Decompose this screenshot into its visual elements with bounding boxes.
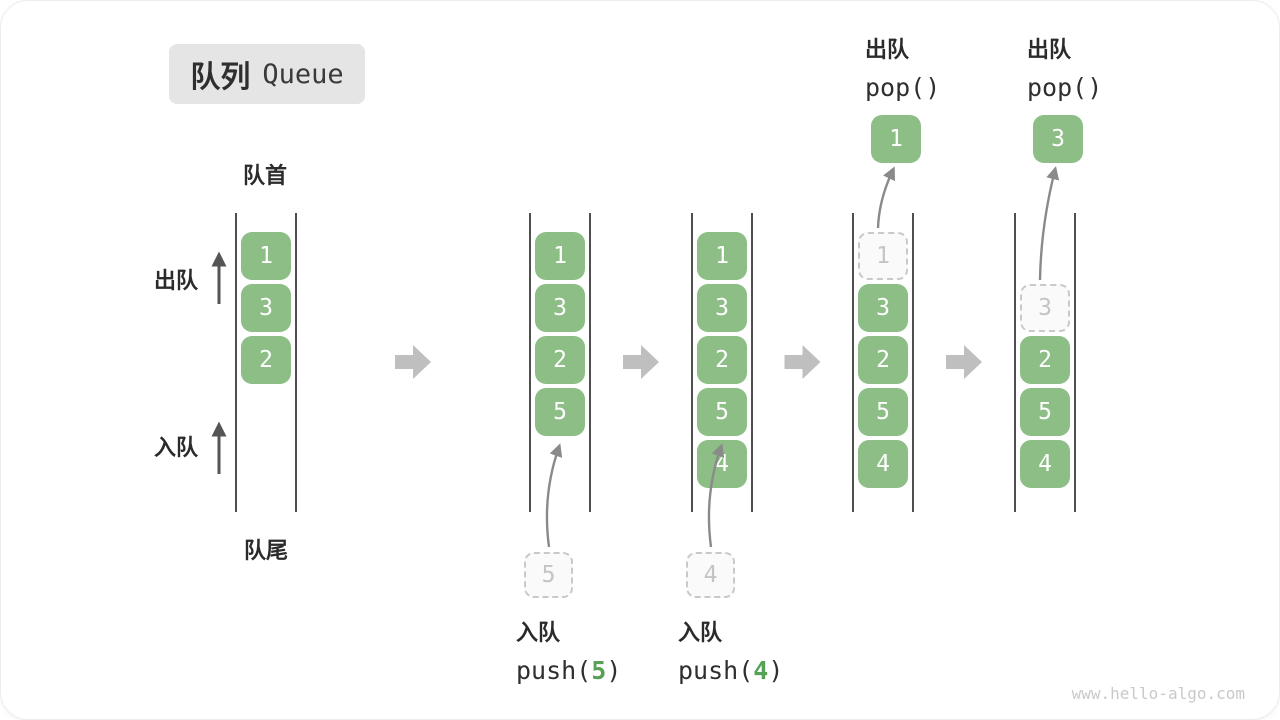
- queue-cell: 5: [858, 388, 908, 436]
- queue-cell: 2: [858, 336, 908, 384]
- queue-cell: 5: [1020, 388, 1070, 436]
- queue-column: [852, 213, 914, 512]
- queue-column: [691, 213, 753, 512]
- queue-cell: 3: [241, 284, 291, 332]
- queue-cell-ghost: 1: [858, 232, 908, 280]
- queue-cell: 2: [241, 336, 291, 384]
- enqueue-op-zh: 入队: [516, 620, 561, 645]
- queue-cell: 4: [1020, 440, 1070, 488]
- queue-cell: 1: [241, 232, 291, 280]
- incoming-cell-ghost: 4: [686, 552, 735, 598]
- enqueue-op-zh: 入队: [678, 620, 723, 645]
- enqueue-op-arg: 5: [591, 656, 607, 685]
- dequeue-op-zh: 出队: [865, 37, 910, 62]
- next-state-block-arrow-icon: [395, 345, 431, 379]
- queue-column: [1014, 213, 1076, 512]
- label-queue-front: 队首: [243, 163, 288, 188]
- queue-column: [235, 213, 297, 512]
- dequeue-op-label: 出队 pop(): [865, 32, 940, 102]
- next-state-block-arrow-icon: [784, 345, 821, 379]
- popped-cell: 3: [1033, 115, 1083, 163]
- label-queue-rear: 队尾: [244, 538, 289, 563]
- title-zh: 队列: [190, 61, 251, 94]
- next-state-block-arrow-icon: [946, 345, 982, 379]
- watermark: www.hello-algo.com: [1071, 684, 1245, 703]
- queue-cell: 2: [1020, 336, 1070, 384]
- enqueue-op-arg: 4: [753, 656, 769, 685]
- title-badge: 队列 Queue: [169, 44, 365, 104]
- label-enqueue-direction: 入队: [154, 435, 199, 460]
- enqueue-op-label: 入队 push(5): [516, 615, 621, 685]
- queue-cell: 3: [535, 284, 585, 332]
- queue-cell: 1: [535, 232, 585, 280]
- queue-cell: 2: [697, 336, 747, 384]
- queue-cell: 4: [697, 440, 747, 488]
- enqueue-op-code: push(4): [678, 656, 784, 685]
- enqueue-op-code: push(5): [516, 656, 622, 685]
- next-state-block-arrow-icon: [623, 345, 659, 379]
- queue-cell: 3: [858, 284, 908, 332]
- label-dequeue-direction: 出队: [154, 268, 199, 293]
- queue-cell: 4: [858, 440, 908, 488]
- dequeue-op-zh: 出队: [1027, 37, 1072, 62]
- dequeue-op-code: pop(): [1027, 73, 1103, 102]
- queue-cell: 5: [535, 388, 585, 436]
- dequeue-op-code: pop(): [865, 73, 941, 102]
- queue-column: [529, 213, 591, 512]
- popped-cell: 1: [871, 115, 921, 163]
- queue-cell: 2: [535, 336, 585, 384]
- queue-cell: 1: [697, 232, 747, 280]
- queue-cell-ghost: 3: [1020, 284, 1070, 332]
- enqueue-op-label: 入队 push(4): [678, 615, 783, 685]
- dequeue-op-label: 出队 pop(): [1027, 32, 1102, 102]
- title-en: Queue: [262, 58, 344, 90]
- incoming-cell-ghost: 5: [524, 552, 573, 598]
- queue-cell: 5: [697, 388, 747, 436]
- queue-cell: 3: [697, 284, 747, 332]
